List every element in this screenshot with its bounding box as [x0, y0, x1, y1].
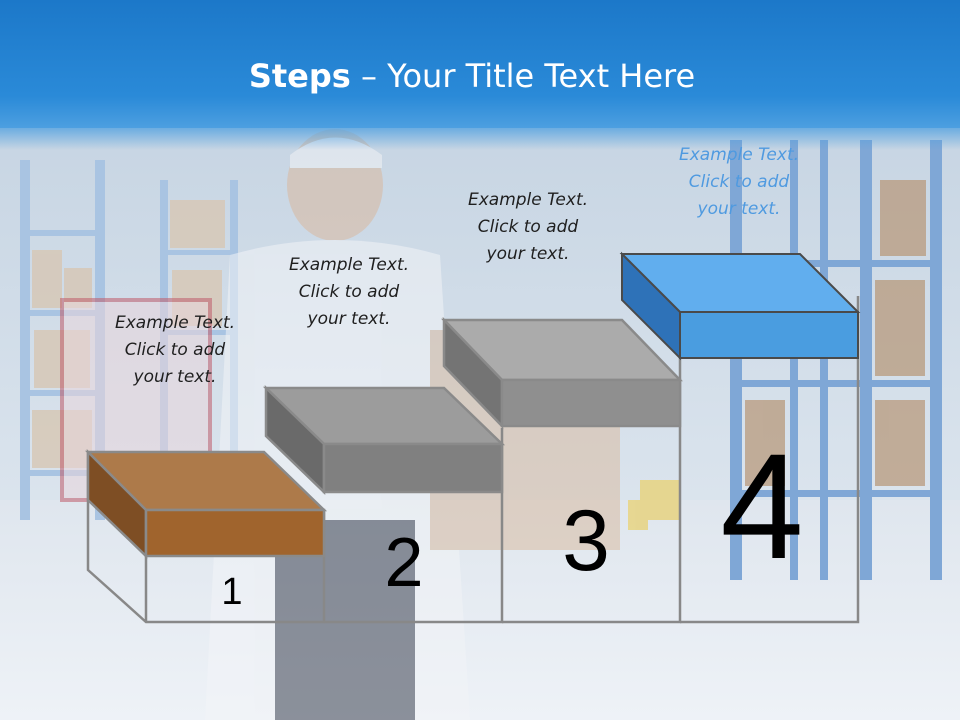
step-4-number: 4 [720, 422, 803, 590]
step-4-block[interactable] [619, 251, 861, 361]
step-4-caption[interactable]: Example Text. Click to add your text. [649, 142, 829, 223]
step-2-caption-line-1: Example Text. [288, 255, 410, 275]
step-2-caption[interactable]: Example Text. Click to add your text. [259, 252, 439, 333]
step-1-caption-line-3: your text. [133, 367, 217, 387]
step-2-caption-line-3: your text. [307, 309, 391, 329]
step-1-caption[interactable]: Example Text. Click to add your text. [85, 310, 265, 391]
step-2-caption-line-2: Click to add [298, 282, 400, 302]
step-1-caption-line-2: Click to add [124, 340, 226, 360]
step-4-caption-line-3: your text. [697, 199, 781, 219]
step-3-caption-line-2: Click to add [477, 217, 579, 237]
title-bar-fade [0, 128, 960, 150]
step-3-number: 3 [562, 493, 610, 589]
step-1-number: 1 [221, 571, 242, 613]
step-1-block[interactable] [84, 448, 328, 559]
step-3-caption-line-3: your text. [486, 244, 570, 264]
step-2-block[interactable] [262, 385, 506, 495]
step-3-caption-line-1: Example Text. [467, 190, 589, 210]
title-bar [0, 0, 960, 128]
step-4-caption-line-1: Example Text. [678, 145, 800, 165]
step-1-caption-line-1: Example Text. [114, 313, 236, 333]
step-1-frame [86, 452, 326, 624]
title-bold-word: Steps [248, 57, 351, 95]
step-2-number: 2 [385, 523, 424, 601]
slide-title[interactable]: Steps – Your Title Text Here [0, 56, 944, 96]
step-3-caption[interactable]: Example Text. Click to add your text. [438, 187, 618, 268]
title-rest: – Your Title Text Here [350, 57, 696, 95]
step-3-block[interactable] [441, 316, 683, 430]
step-4-frame [680, 296, 860, 624]
step-4-caption-line-2: Click to add [688, 172, 790, 192]
